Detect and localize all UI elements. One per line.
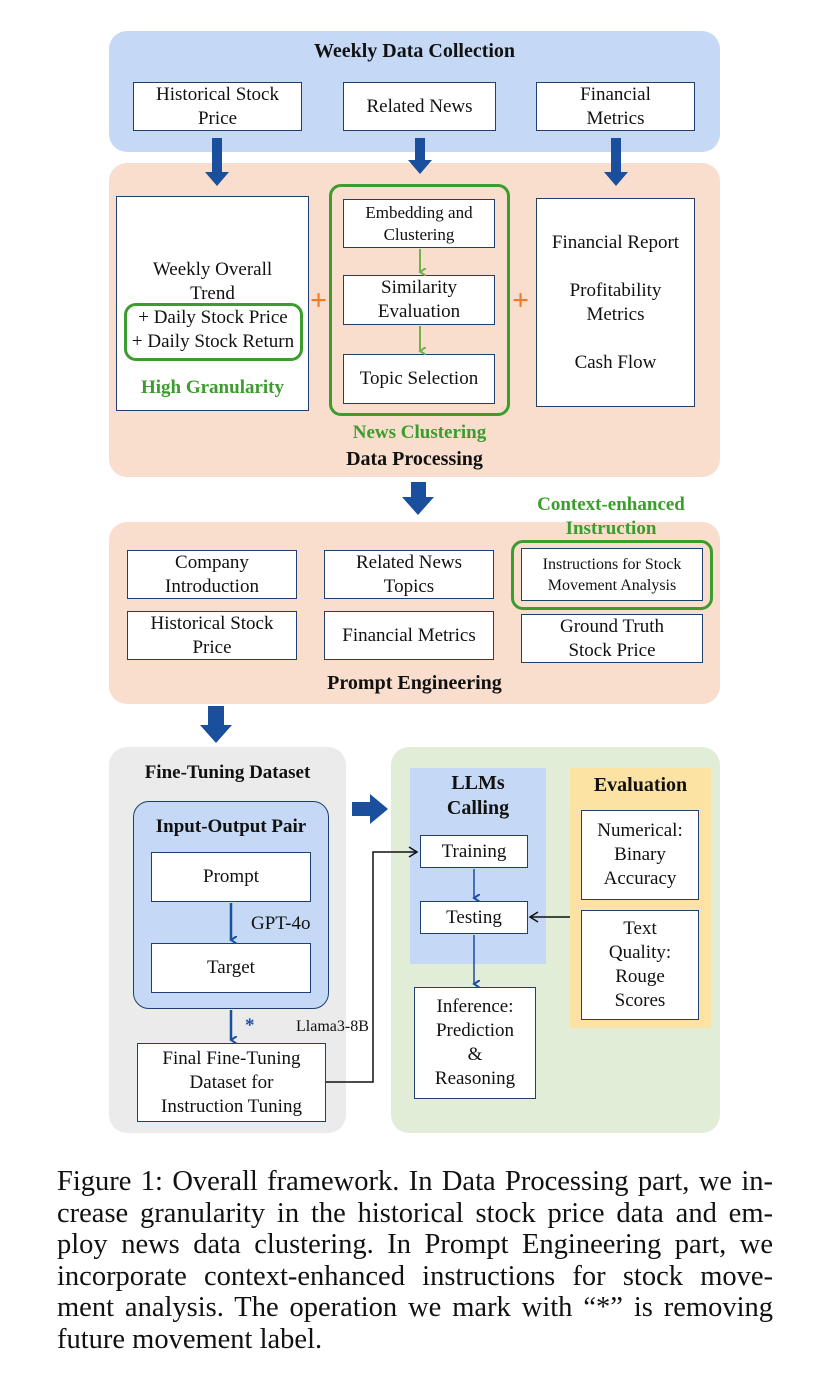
historical-stock-price-prompt-box: Historical Stock Price <box>127 611 297 660</box>
historical-stock-price-box: Historical Stock Price <box>133 82 302 131</box>
related-news-topics-box: Related News Topics <box>324 550 494 599</box>
similarity-evaluation-box: Similarity Evaluation <box>343 275 495 325</box>
numerical-accuracy-box: Numerical: Binary Accuracy <box>581 810 699 900</box>
weekly-trend-text: Weekly Overall Trend <box>152 259 273 304</box>
related-news-box: Related News <box>343 82 496 131</box>
figure-caption: Figure 1: Overall framework. In Data Pro… <box>57 1166 773 1356</box>
block-arrow-finetune-to-llm <box>352 794 388 824</box>
financial-report-box: Financial Report Profitability Metrics C… <box>536 198 695 407</box>
caption-line: crease granularity in the historical sto… <box>57 1197 773 1229</box>
granular-items-text: + Daily Stock Price + Daily Stock Return <box>131 307 295 352</box>
context-instruction-group <box>511 540 713 610</box>
collection-title: Weekly Data Collection <box>313 40 516 62</box>
llm-calling-title: LLMs Calling <box>446 772 510 819</box>
target-box: Target <box>151 943 311 993</box>
gpt-4o-label: GPT-4o <box>251 913 311 934</box>
plus-icon-right: + <box>512 284 530 317</box>
high-granularity-label: High Granularity <box>140 377 285 398</box>
prompt-box: Prompt <box>151 852 311 902</box>
granular-data-group <box>124 303 303 361</box>
input-output-pair-title: Input-Output Pair <box>155 816 307 837</box>
company-introduction-box: Company Introduction <box>127 550 297 599</box>
caption-line: ploy news data clustering. In Prompt Eng… <box>57 1229 773 1261</box>
block-arrow-prompt-to-finetune <box>200 706 232 743</box>
prompt-engineering-title: Prompt Engineering <box>327 672 502 694</box>
news-clustering-group <box>329 184 510 416</box>
instructions-stock-movement-box: Instructions for Stock Movement Analysis <box>521 548 703 601</box>
caption-line: ment analysis. The operation we mark wit… <box>57 1292 773 1324</box>
financial-metrics-box: Financial Metrics <box>536 82 695 131</box>
training-box: Training <box>420 835 528 868</box>
processing-title: Data Processing <box>346 448 483 470</box>
embedding-clustering-box: Embedding and Clustering <box>343 199 495 248</box>
testing-box: Testing <box>420 901 528 934</box>
evaluation-title: Evaluation <box>593 774 688 796</box>
caption-line: Figure 1: Overall framework. In Data Pro… <box>57 1166 773 1197</box>
final-dataset-box: Final Fine-Tuning Dataset for Instructio… <box>137 1043 326 1122</box>
financial-metrics-prompt-box: Financial Metrics <box>324 611 494 660</box>
llama3-8b-label: Llama3-8B <box>296 1018 369 1035</box>
caption-line: future movement label. <box>57 1323 323 1355</box>
removal-star-icon: * <box>245 1015 255 1036</box>
caption-line: incorporate context-enhanced instruction… <box>57 1260 773 1292</box>
inference-box: Inference: Prediction & Reasoning <box>414 987 536 1099</box>
fine-tuning-title: Fine-Tuning Dataset <box>144 762 311 783</box>
topic-selection-box: Topic Selection <box>343 354 495 404</box>
plus-icon-left: + <box>310 284 328 317</box>
text-quality-box: Text Quality: Rouge Scores <box>581 910 699 1020</box>
context-enhanced-label: Context-enhanced Instruction <box>537 494 685 539</box>
news-clustering-label: News Clustering <box>352 422 487 443</box>
ground-truth-stock-price-box: Ground Truth Stock Price <box>521 614 703 663</box>
block-arrow-processing-to-prompt <box>402 482 434 515</box>
